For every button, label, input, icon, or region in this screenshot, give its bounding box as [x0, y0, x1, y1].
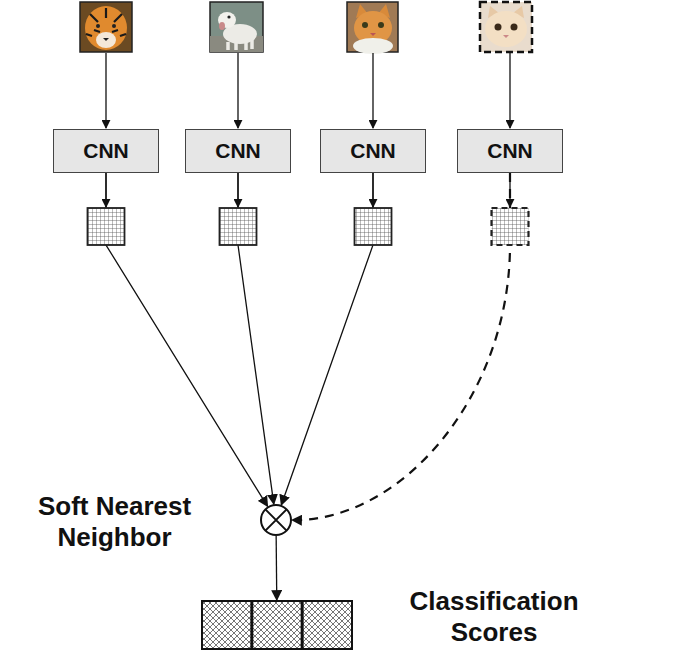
connector: [292, 173, 510, 520]
connector: [106, 173, 268, 506]
connector: [276, 536, 278, 600]
dog-image: [210, 2, 263, 52]
cnn-box: CNN: [320, 129, 426, 173]
cat-image: [347, 2, 398, 54]
box-label: CNN: [215, 139, 261, 163]
cnn-box: CNN: [185, 129, 291, 173]
box-label: CNN: [487, 139, 533, 163]
classification-scores: Classification Scores: [201, 600, 353, 650]
embedding-grids: [88, 208, 529, 245]
score-cells: [201, 600, 353, 650]
operator-label: Soft Nearest Neighbor: [12, 491, 217, 552]
box-label: CNN: [83, 139, 129, 163]
box-label: CNN: [350, 139, 396, 163]
embedding-arrows: [106, 173, 510, 207]
scores-label: Classification Scores: [379, 586, 609, 647]
soft-nearest-neighbor-operator: Soft Nearest Neighbor: [259, 503, 293, 537]
kitten-image: [480, 2, 532, 52]
cnn-box: CNN: [457, 129, 563, 173]
input-arrows: [106, 53, 510, 128]
cnn-box: CNN: [53, 129, 159, 173]
operator-circle: [259, 503, 293, 537]
tiger-image: [80, 2, 132, 52]
